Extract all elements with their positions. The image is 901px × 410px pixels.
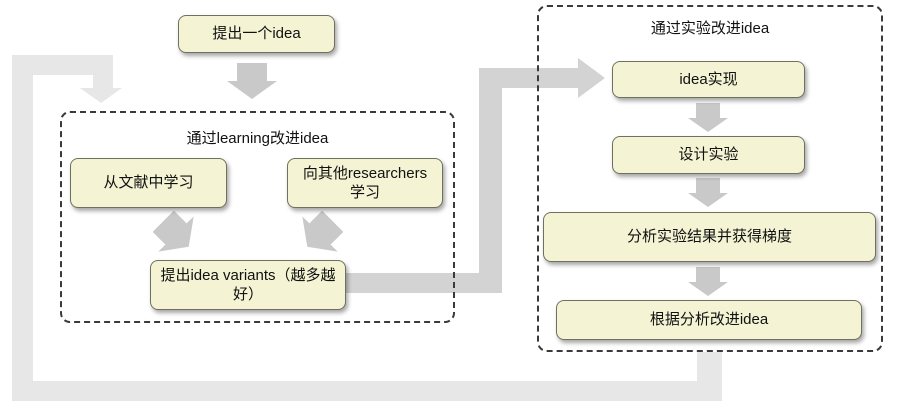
node-idea-implementation: idea实现 [612,61,805,98]
node-propose-idea: 提出一个idea [178,15,335,53]
arrow-design-to-analyze [688,178,728,207]
group-improve-by-learning [60,111,455,323]
node-design-experiments: 设计实验 [612,136,805,174]
loop-feedback-arrow [12,55,722,401]
group-title-experiment: 通过实验改进idea [650,20,770,37]
node-analyze-results: 分析实验结果并获得梯度 [543,212,876,262]
arrow-analyze-to-improve [688,267,728,296]
group-improve-by-experiment [537,5,883,352]
arrow-researchers-to-variants [302,210,344,252]
arrow-literature-to-variants [152,210,194,252]
connector-variants-to-implementation-arrow [345,58,605,293]
node-learn-from-literature: 从文献中学习 [70,158,227,208]
node-improve-by-analysis: 根据分析改进idea [556,300,862,340]
node-propose-idea-variants: 提出idea variants（越多越好） [150,260,346,310]
node-learn-from-researchers: 向其他researchers学习 [287,158,443,208]
group-title-learning: 通过learning改进idea [186,130,329,147]
arrow-implementation-to-design [688,103,728,132]
arrow-propose-to-learning [227,63,277,99]
